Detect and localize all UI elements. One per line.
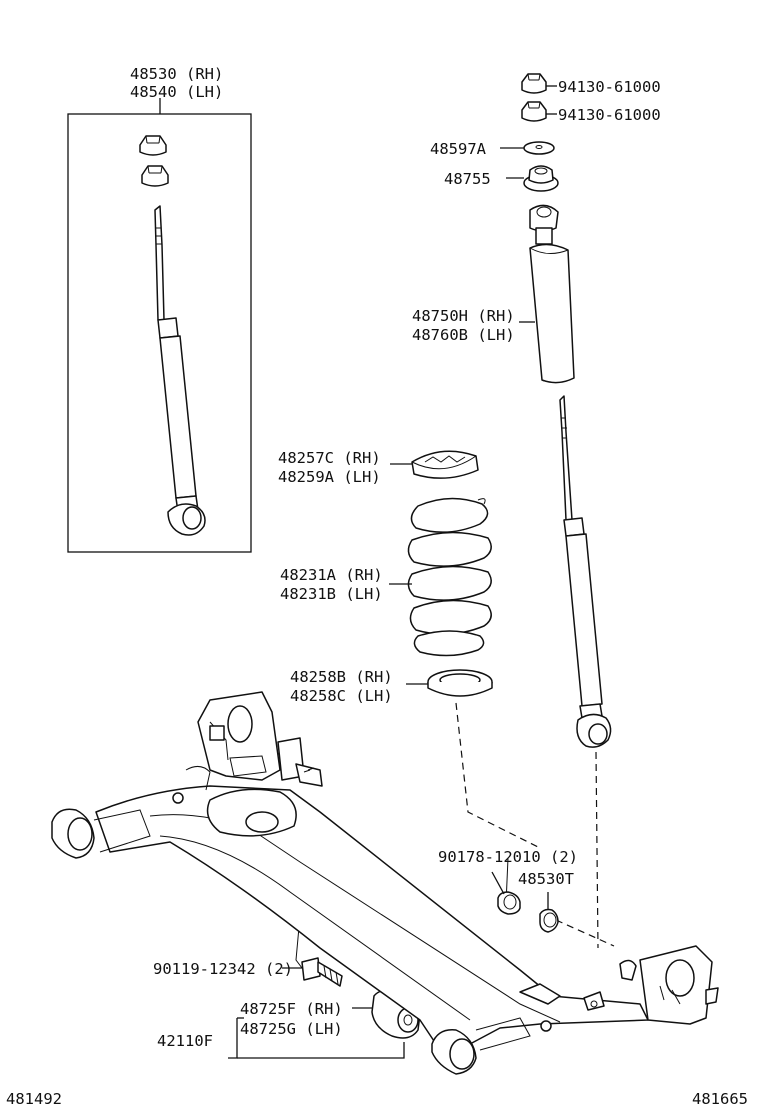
axle-bracket-leader <box>228 1017 405 1059</box>
shock-absorber-assembly-box <box>67 98 252 553</box>
label-nut-1: 94130-61000 <box>558 78 661 96</box>
lower-insulator <box>406 669 493 697</box>
nut-upper-1 <box>521 73 557 94</box>
boxed-nut-bottom <box>141 165 169 187</box>
mount-48755 <box>506 165 559 192</box>
absorber-upper-48750h <box>519 204 575 384</box>
label-shock-lh: 48540 (LH) <box>130 83 223 101</box>
label-axle-beam: 42110F <box>157 1032 213 1050</box>
label-nut-2: 94130-61000 <box>558 106 661 124</box>
label-upper-insulator-lh: 48259A (LH) <box>278 468 381 486</box>
label-bush-rh: 48725F (RH) <box>240 1000 343 1018</box>
label-spring-rh: 48231A (RH) <box>280 566 383 584</box>
label-absorber-lh: 48760B (LH) <box>412 326 515 344</box>
absorber-lower <box>559 395 612 748</box>
nut-90178 <box>491 871 521 915</box>
label-mount: 48755 <box>444 170 491 188</box>
washer-48597a <box>500 141 555 155</box>
label-bush-lh: 48725G (LH) <box>240 1020 343 1038</box>
label-upper-insulator-rh: 48257C (RH) <box>278 449 381 467</box>
ref-number-left: 481492 <box>6 1090 62 1108</box>
label-nut-beam: 90178-12010 (2) <box>438 848 578 866</box>
boxed-nut-top <box>139 135 167 156</box>
rear-axle-beam <box>51 691 719 1075</box>
nut-upper-2 <box>521 101 557 122</box>
label-washer: 48597A <box>430 140 487 158</box>
bushing-48530t <box>539 892 559 933</box>
label-bushing-small: 48530T <box>518 870 574 888</box>
boxed-shock-eye <box>167 503 206 536</box>
boxed-shock-rod <box>154 205 165 321</box>
bolt-90119 <box>282 957 343 987</box>
boxed-shock-body <box>157 317 199 513</box>
label-spring-lh: 48231B (LH) <box>280 585 383 603</box>
label-absorber-rh: 48750H (RH) <box>412 307 515 325</box>
upper-insulator <box>390 450 479 479</box>
label-lower-insulator-lh: 48258C (LH) <box>290 687 393 705</box>
label-bolt: 90119-12342 (2) <box>153 960 293 978</box>
ref-number-right: 481665 <box>692 1090 748 1108</box>
label-lower-insulator-rh: 48258B (RH) <box>290 668 393 686</box>
coil-spring <box>389 497 492 657</box>
label-shock-rh: 48530 (RH) <box>130 65 223 83</box>
